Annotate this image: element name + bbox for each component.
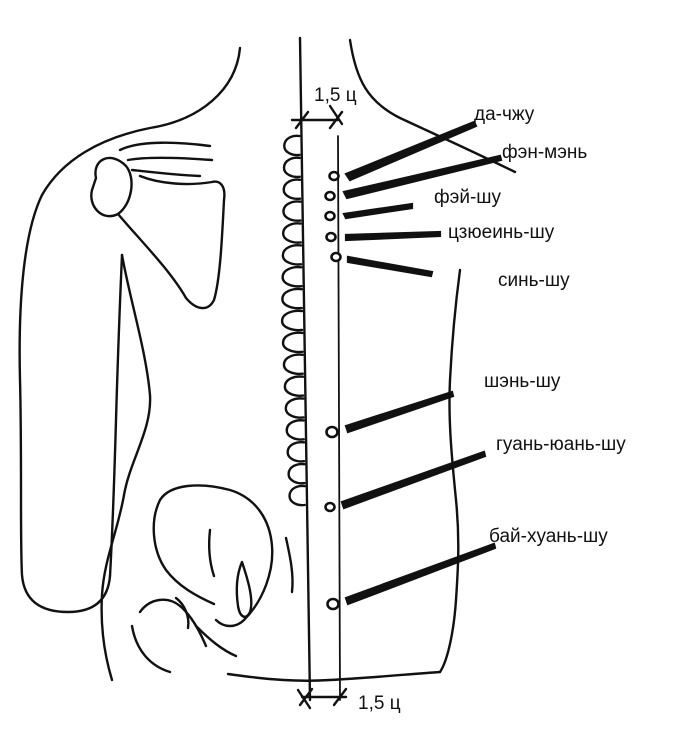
bottom-dimension-label: 1,5 ц xyxy=(358,693,401,714)
point-tszyuein-shu: цзюеинь-шу xyxy=(325,222,555,243)
point-marker xyxy=(330,251,342,263)
point-label: фэн-мэнь xyxy=(502,142,587,163)
top-dimension-label: 1,5 ц xyxy=(314,85,357,106)
vertebra xyxy=(282,156,301,179)
pelvis xyxy=(130,484,294,674)
vertebra xyxy=(281,331,304,354)
vertebra xyxy=(283,134,301,157)
needle-icon xyxy=(344,230,442,242)
acupuncture-points: да-чжу фэн-мэнь фэй-шу цзюеинь-шу синь-ш… xyxy=(324,104,626,611)
vertebra xyxy=(287,462,306,485)
point-marker xyxy=(324,190,336,202)
scapula xyxy=(90,141,226,310)
needle-icon xyxy=(340,450,487,510)
point-marker xyxy=(324,210,336,222)
needle-icon xyxy=(342,202,414,220)
point-marker xyxy=(325,231,337,243)
vertebra xyxy=(281,265,303,288)
vertebra xyxy=(286,440,306,463)
needle-icon xyxy=(342,154,503,200)
vertebra xyxy=(284,397,305,419)
point-fen-men: фэн-мэнь xyxy=(324,142,587,202)
point-label: цзюеинь-шу xyxy=(448,222,555,243)
point-marker xyxy=(328,170,340,182)
vertebra xyxy=(282,353,304,376)
vertebra xyxy=(282,178,302,201)
point-label: синь-шу xyxy=(498,270,570,291)
point-label: бай-хуань-шу xyxy=(489,526,608,547)
vertebra xyxy=(281,287,303,310)
vertebra xyxy=(283,375,305,397)
bladder-meridian-line xyxy=(337,135,341,701)
point-marker xyxy=(326,597,340,611)
point-da-chzhu: да-чжу xyxy=(328,104,535,182)
point-sin-shu: синь-шу xyxy=(330,251,570,291)
body-outline xyxy=(18,38,517,682)
point-label: гуань-юань-шу xyxy=(496,434,626,455)
point-marker xyxy=(324,501,336,513)
needle-icon xyxy=(344,120,478,182)
spine xyxy=(280,36,312,702)
bottom-dimension: 1,5 ц xyxy=(296,687,401,714)
point-shen-shu: шэнь-шу xyxy=(325,371,561,439)
needle-icon xyxy=(344,542,497,606)
vertebra xyxy=(285,419,305,441)
point-fei-shu: фэй-шу xyxy=(324,187,502,222)
vertebra xyxy=(281,244,303,266)
needle-icon xyxy=(344,390,455,434)
vertebra xyxy=(280,309,304,332)
vertebra xyxy=(288,484,306,507)
needle-icon xyxy=(346,255,434,278)
vertebrae xyxy=(280,134,306,507)
spine-midline xyxy=(298,36,312,702)
point-label: да-чжу xyxy=(474,104,535,125)
vertebra xyxy=(282,200,302,222)
point-label: шэнь-шу xyxy=(484,371,561,392)
vertebra xyxy=(281,222,302,244)
point-marker xyxy=(325,425,339,439)
point-label: фэй-шу xyxy=(434,187,502,208)
point-bai-khuan-shu: бай-хуань-шу xyxy=(326,526,608,611)
point-guan-yuan-shu: гуань-юань-шу xyxy=(324,434,626,513)
top-dimension: 1,5 ц xyxy=(290,85,357,130)
